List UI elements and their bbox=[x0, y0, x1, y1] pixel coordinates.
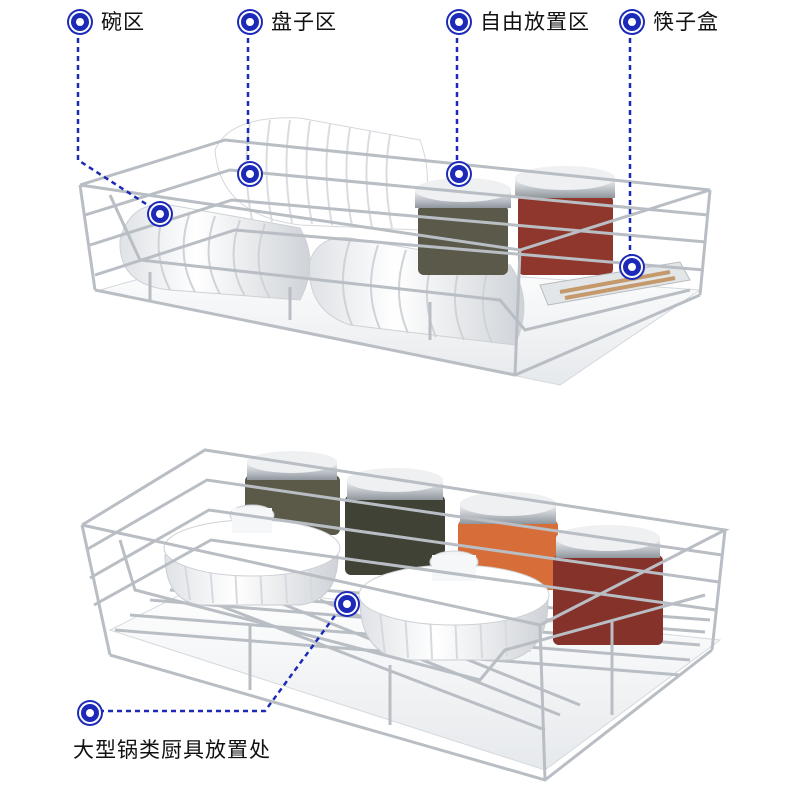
plate-zone-target-marker bbox=[239, 163, 261, 185]
bowl-zone-marker bbox=[69, 11, 91, 33]
top-wire-frame bbox=[78, 138, 712, 377]
plate-zone-marker bbox=[239, 11, 261, 33]
free-zone-target-marker bbox=[448, 163, 470, 185]
bowl-zone-label: 碗区 bbox=[101, 10, 145, 34]
free-zone-marker bbox=[448, 11, 470, 33]
cookware-zone-leader bbox=[90, 601, 347, 713]
cookware-zone-marker bbox=[79, 702, 101, 724]
bottom-wire-frame bbox=[80, 448, 730, 782]
cookware-zone-label: 大型锅类厨具放置处 bbox=[73, 738, 271, 762]
chopstick-box-label: 筷子盒 bbox=[653, 10, 719, 34]
bowl-zone-leader bbox=[76, 20, 161, 215]
casserole-left bbox=[163, 504, 341, 606]
chopstick-box-marker bbox=[621, 11, 643, 33]
bowl-stack-left bbox=[119, 203, 311, 301]
free-zone-label: 自由放置区 bbox=[480, 10, 590, 34]
bowl-zone-target-marker bbox=[149, 203, 171, 225]
chopstick-box-target-marker bbox=[621, 256, 643, 278]
chopstick-box bbox=[539, 261, 691, 306]
cookware-zone-target-marker bbox=[336, 593, 358, 615]
callout-leaders bbox=[76, 20, 632, 713]
bottom-basket bbox=[80, 448, 730, 782]
top-basket bbox=[78, 117, 712, 386]
plate-zone-label: 盘子区 bbox=[271, 10, 337, 34]
